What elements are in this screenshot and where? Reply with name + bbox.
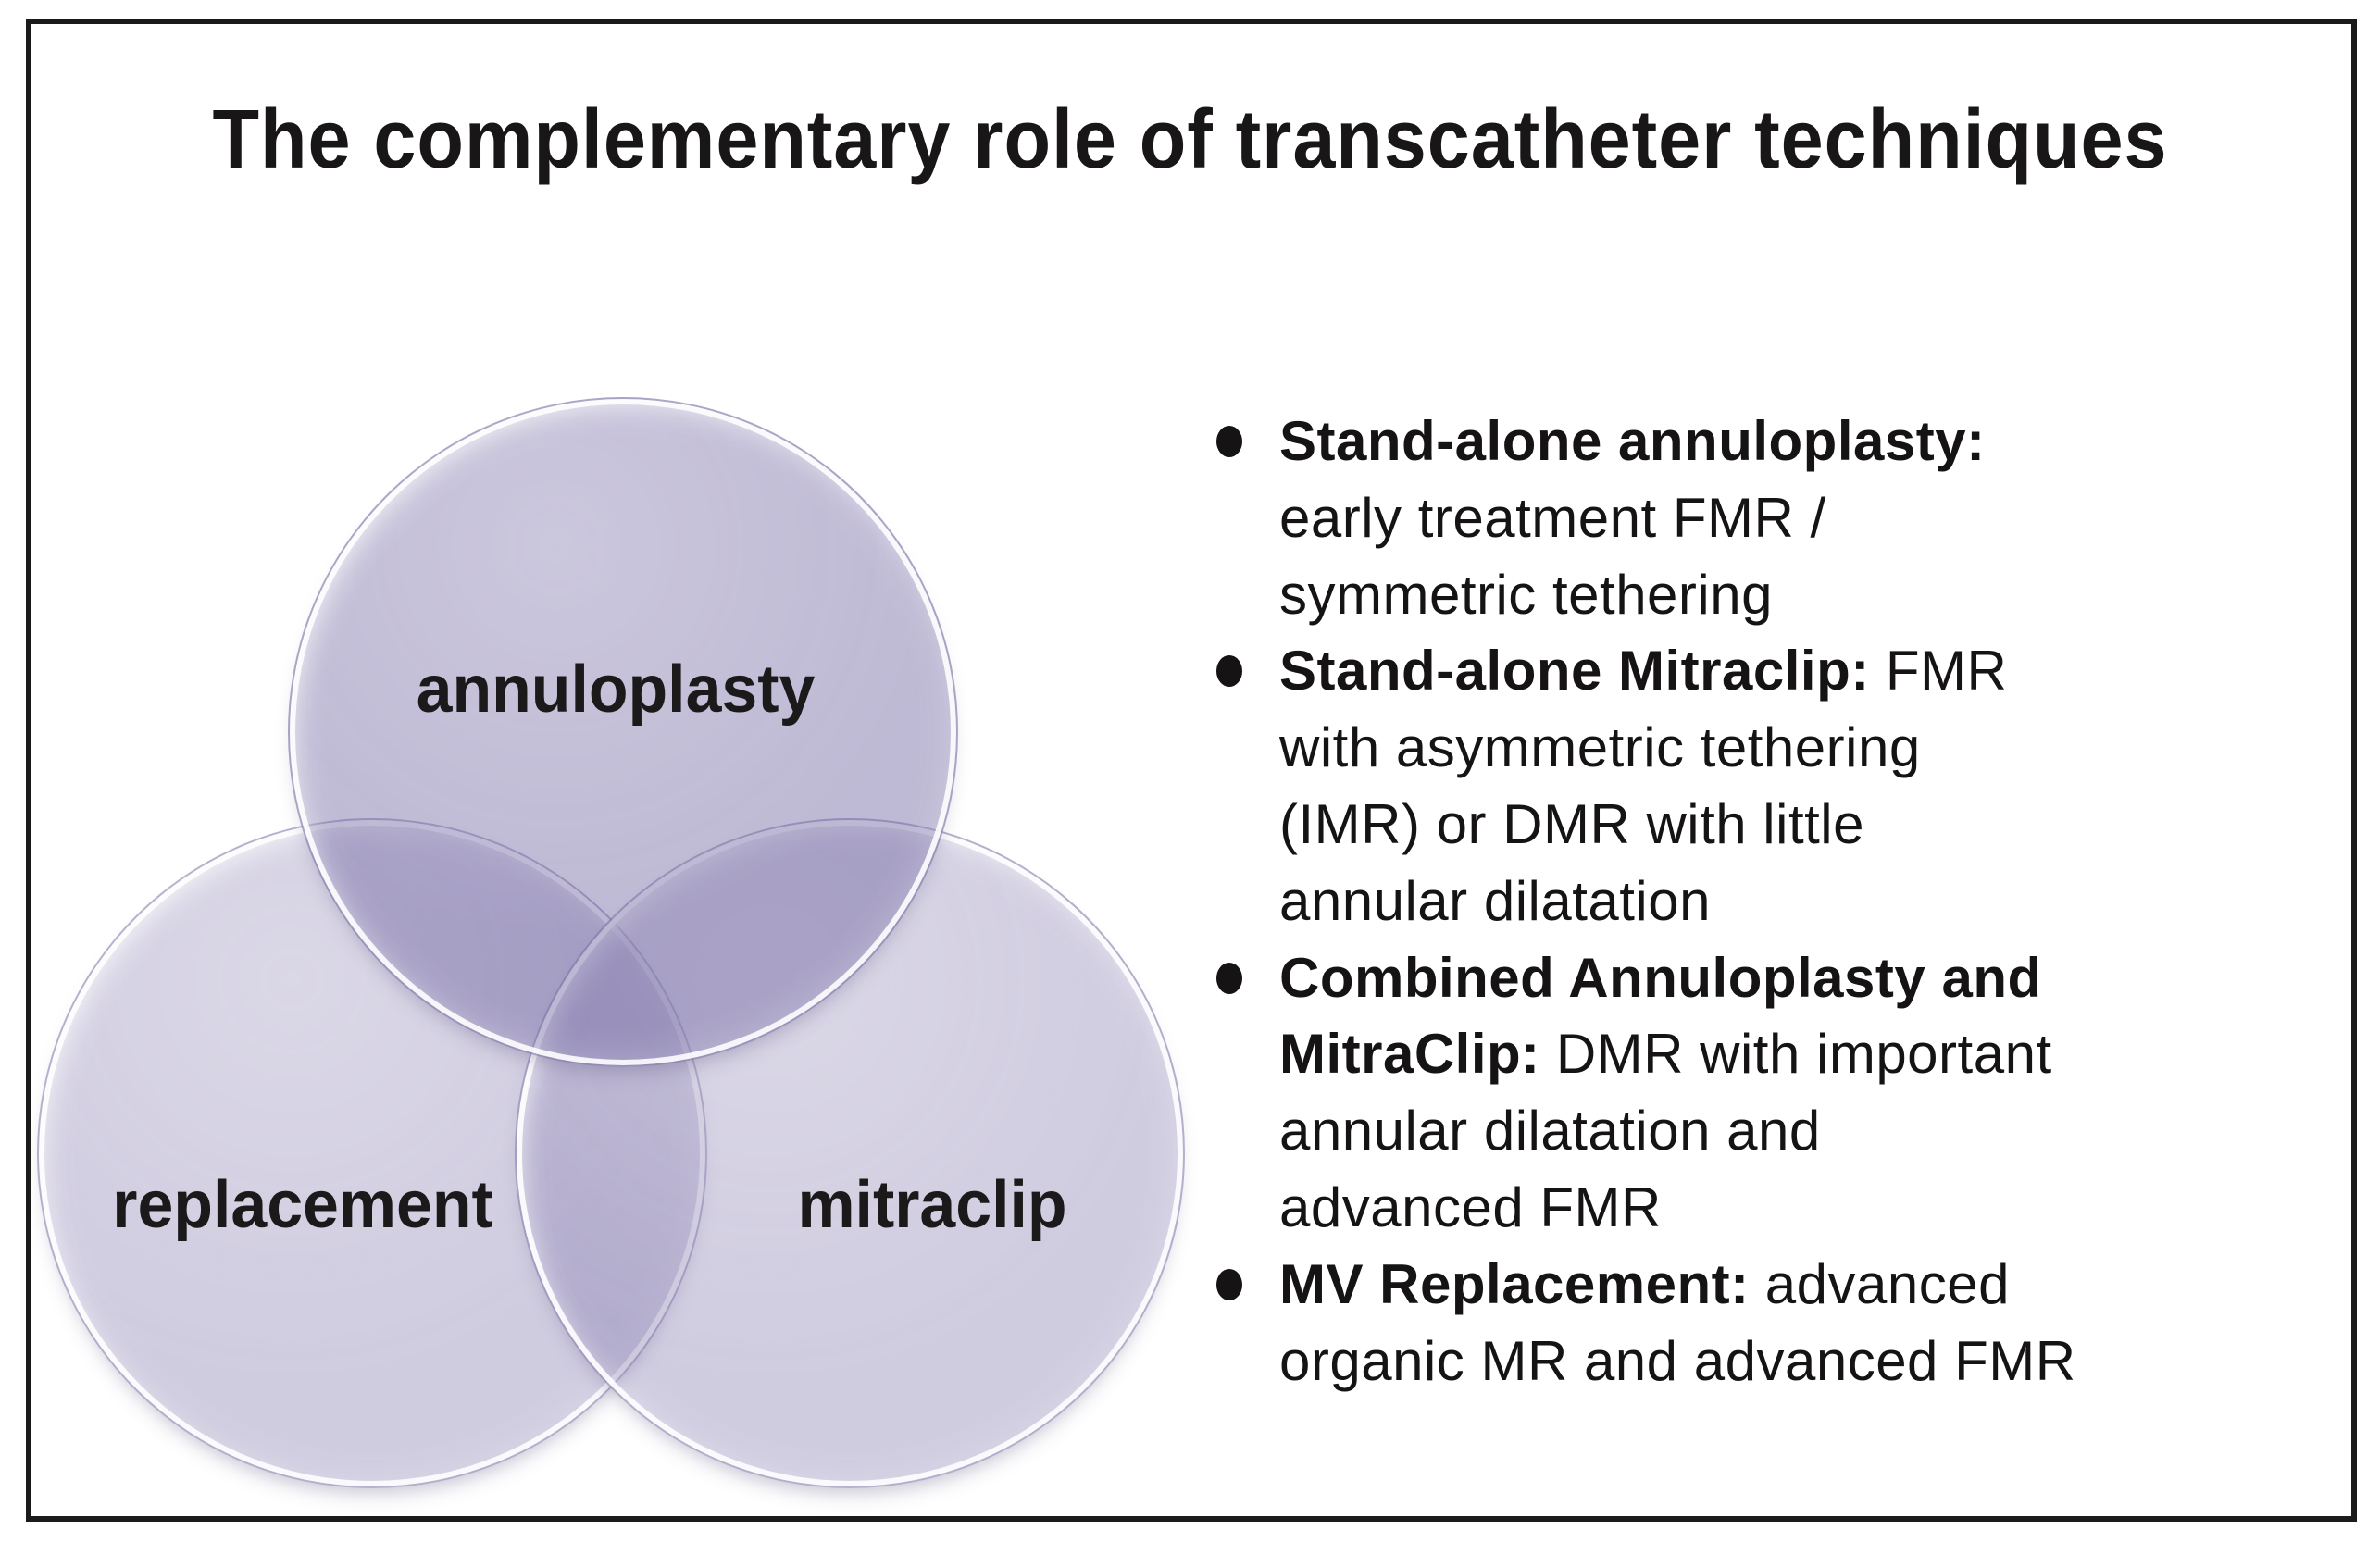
bullet-line: annular dilatation and bbox=[1216, 1093, 2364, 1170]
bullet-list: Stand-alone annuloplasty: early treatmen… bbox=[1216, 404, 2364, 1399]
bullet-text: early treatment FMR / bbox=[1279, 486, 1826, 549]
bullet-text: advanced FMR bbox=[1279, 1175, 1662, 1238]
venn-label-replacement: replacement bbox=[112, 1168, 493, 1242]
bullet-line: early treatment FMR / bbox=[1216, 480, 2364, 557]
page-title: The complementary role of transcatheter … bbox=[212, 93, 2168, 186]
bullet-text: advanced bbox=[1749, 1252, 2011, 1315]
bullet-line: advanced FMR bbox=[1216, 1170, 2364, 1247]
venn-circle-annuloplasty bbox=[288, 397, 958, 1067]
bullet-text-bold: Stand-alone Mitraclip: bbox=[1279, 640, 1870, 703]
bullet-line: (IMR) or DMR with little bbox=[1216, 787, 2364, 864]
bullet-line: organic MR and advanced FMR bbox=[1216, 1324, 2364, 1400]
bullet-text: annular dilatation and bbox=[1279, 1100, 1821, 1163]
bullet-text-bold: Combined Annuloplasty and bbox=[1279, 946, 2042, 1009]
bullet-line: with asymmetric tethering bbox=[1216, 710, 2364, 787]
bullet-line: symmetric tethering bbox=[1216, 557, 2364, 634]
bullet-text: FMR bbox=[1869, 640, 2008, 703]
bullet-text: organic MR and advanced FMR bbox=[1279, 1329, 2076, 1392]
bullet-text-bold: MV Replacement: bbox=[1279, 1252, 1750, 1315]
bullet-text: DMR with important bbox=[1539, 1023, 2052, 1086]
bullet-item: Combined Annuloplasty and bbox=[1216, 940, 2364, 1017]
bullet-text: with asymmetric tethering bbox=[1279, 716, 1921, 779]
bullet-text-bold: MitraClip: bbox=[1279, 1023, 1540, 1086]
bullet-text: annular dilatation bbox=[1279, 869, 1712, 932]
venn-label-annuloplasty: annuloplasty bbox=[416, 653, 816, 727]
bullet-item: Stand-alone Mitraclip: FMR bbox=[1216, 633, 2364, 710]
bullet-marker bbox=[1216, 962, 1242, 994]
bullet-line: MitraClip: DMR with important bbox=[1216, 1016, 2364, 1093]
venn-label-mitraclip: mitraclip bbox=[797, 1168, 1067, 1242]
bullet-marker bbox=[1216, 1268, 1242, 1300]
bullet-marker bbox=[1216, 655, 1242, 688]
bullet-marker bbox=[1216, 426, 1242, 457]
bullet-item: MV Replacement: advanced bbox=[1216, 1247, 2364, 1324]
bullet-item: Stand-alone annuloplasty: bbox=[1216, 404, 2364, 480]
bullet-text: (IMR) or DMR with little bbox=[1279, 792, 1865, 855]
bullet-text-bold: Stand-alone annuloplasty: bbox=[1279, 410, 1986, 472]
bullet-line: annular dilatation bbox=[1216, 864, 2364, 940]
bullet-text: symmetric tethering bbox=[1279, 563, 1773, 626]
